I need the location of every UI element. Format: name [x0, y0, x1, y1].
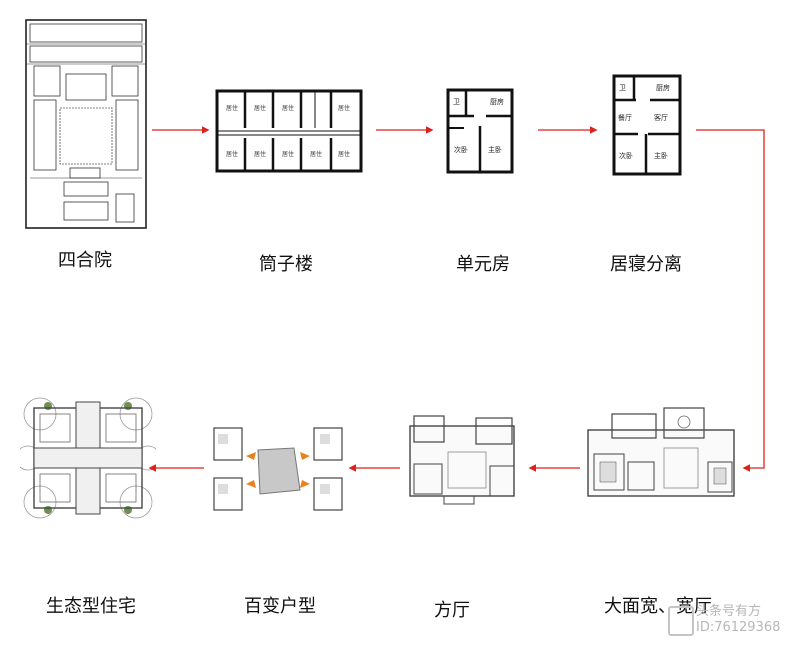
watermark-line1: 头条号有方: [696, 604, 762, 619]
room-label: 厨房: [490, 97, 504, 106]
plan-fangting: [404, 412, 522, 508]
room-label: 居住: [254, 150, 266, 158]
label-shengtai: 生态型住宅: [46, 596, 136, 617]
room-label: 居住: [226, 104, 238, 112]
plan-baibianhuxing: [210, 424, 346, 516]
room-label: 居住: [338, 150, 350, 158]
room-label: 居住: [310, 150, 322, 158]
room-label: 厨房: [656, 83, 670, 92]
room-label: 居住: [254, 104, 266, 112]
watermark-icon: [668, 606, 694, 636]
label-fangting: 方厅: [434, 600, 470, 621]
room-label: 居住: [338, 104, 350, 112]
room-label: 主卧: [488, 145, 502, 154]
room-label: 卫: [453, 98, 460, 106]
label-juqinfenli: 居寝分离: [610, 254, 682, 275]
room-label: 居住: [282, 104, 294, 112]
plan-siheyuan: [24, 18, 148, 230]
label-damiankuan: 大面宽、宽厅: [604, 596, 712, 617]
room-label: 次卧: [619, 151, 633, 160]
room-label: 居住: [282, 150, 294, 158]
plan-juqinfenli: 卫 厨房 餐厅 客厅 次卧 主卧: [610, 72, 684, 178]
room-label: 客厅: [654, 113, 668, 122]
room-label: 餐厅: [618, 113, 632, 122]
label-siheyuan: 四合院: [58, 250, 112, 271]
plan-shengtai: [20, 394, 156, 522]
watermark-line2: ID:76129368: [696, 620, 781, 635]
plan-tongzilou: 居住 居住 居住 居住 居住 居住 居住 居住 居住: [214, 88, 364, 174]
room-label: 居住: [226, 150, 238, 158]
label-baibianhuxing: 百变户型: [244, 596, 316, 617]
room-label: 卫: [619, 84, 626, 92]
label-tongzilou: 筒子楼: [259, 254, 313, 275]
label-danyuanfang: 单元房: [456, 254, 510, 275]
plan-damiankuan: [584, 404, 738, 500]
room-label: 次卧: [454, 145, 468, 154]
watermark: 头条号有方 ID:76129368: [696, 604, 780, 636]
plan-danyuanfang: 卫 厨房 次卧 主卧: [444, 86, 516, 176]
room-label: 主卧: [654, 151, 668, 160]
